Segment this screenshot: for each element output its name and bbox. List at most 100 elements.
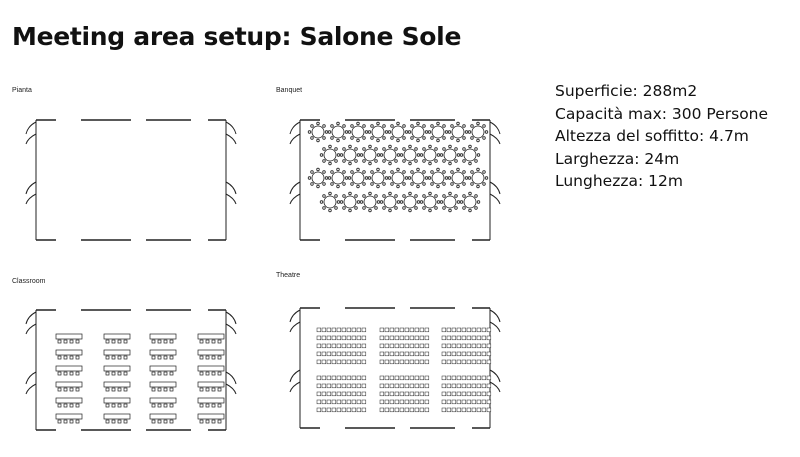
seat (456, 375, 462, 381)
chair (390, 170, 394, 174)
seat (356, 399, 362, 405)
seat (414, 383, 420, 389)
chair (163, 387, 168, 392)
seat (394, 399, 400, 405)
chair (342, 182, 346, 186)
seat (451, 343, 457, 349)
chair (459, 200, 464, 204)
seat (466, 335, 472, 341)
seat (419, 391, 425, 397)
chair (442, 194, 446, 198)
desk (103, 365, 131, 372)
chair (434, 194, 438, 198)
chair (484, 176, 489, 180)
chair (370, 182, 374, 186)
seat (361, 407, 367, 413)
seat (394, 407, 400, 413)
chair (402, 124, 406, 128)
chair (75, 355, 80, 360)
seat (471, 359, 477, 365)
seat (316, 359, 322, 365)
chair (342, 136, 346, 140)
chair (414, 147, 418, 151)
seat (331, 335, 337, 341)
seat (361, 327, 367, 333)
seat (451, 399, 457, 405)
seat (326, 391, 332, 397)
chair (444, 130, 449, 134)
chair (382, 124, 386, 128)
chair (422, 170, 426, 174)
chair (356, 200, 361, 204)
chair (322, 159, 326, 163)
chair (439, 200, 444, 204)
chair (482, 182, 486, 186)
desk (103, 413, 131, 420)
chair (169, 355, 174, 360)
seat (321, 343, 327, 349)
chair (384, 130, 389, 134)
seat (389, 407, 395, 413)
chair (470, 136, 474, 140)
chair (396, 153, 401, 157)
seat (419, 375, 425, 381)
chair (151, 403, 156, 408)
chair (416, 167, 420, 172)
seat (351, 327, 357, 333)
chair (476, 184, 480, 189)
chair (217, 339, 222, 344)
chair (163, 371, 168, 376)
chair (428, 191, 432, 196)
seat (481, 327, 487, 333)
seat (424, 351, 430, 357)
seat (341, 351, 347, 357)
chair (322, 136, 326, 140)
chair (462, 182, 466, 186)
chair (348, 144, 352, 149)
seat (356, 327, 362, 333)
desk (103, 333, 131, 340)
chair (370, 136, 374, 140)
round-table (403, 148, 417, 162)
seat (336, 383, 342, 389)
chair (459, 153, 464, 157)
seat (361, 359, 367, 365)
plan-label-classroom: Classroom (12, 278, 46, 285)
seat (441, 407, 447, 413)
seat (389, 391, 395, 397)
round-table (383, 148, 397, 162)
round-table (451, 125, 465, 139)
seat (419, 327, 425, 333)
round-table (423, 148, 437, 162)
seat (336, 351, 342, 357)
chair (157, 419, 162, 424)
chair (402, 159, 406, 163)
chair (470, 182, 474, 186)
chair (410, 170, 414, 174)
seat (414, 375, 420, 381)
chair (316, 138, 320, 143)
chair (456, 121, 460, 126)
chair (57, 419, 62, 424)
round-table (323, 148, 337, 162)
chair (430, 124, 434, 128)
seat (341, 343, 347, 349)
round-table (363, 195, 377, 209)
chair (328, 191, 332, 196)
chair (69, 371, 74, 376)
desk (103, 349, 131, 356)
chair (439, 153, 444, 157)
chair (394, 194, 398, 198)
round-table (443, 195, 457, 209)
seat (356, 351, 362, 357)
chair (462, 170, 466, 174)
chair (394, 206, 398, 210)
seat (486, 407, 492, 413)
chair (211, 419, 216, 424)
chair (388, 208, 392, 213)
seat (346, 335, 352, 341)
seat (321, 351, 327, 357)
chair (316, 121, 320, 126)
chair (350, 170, 354, 174)
chair (111, 403, 116, 408)
